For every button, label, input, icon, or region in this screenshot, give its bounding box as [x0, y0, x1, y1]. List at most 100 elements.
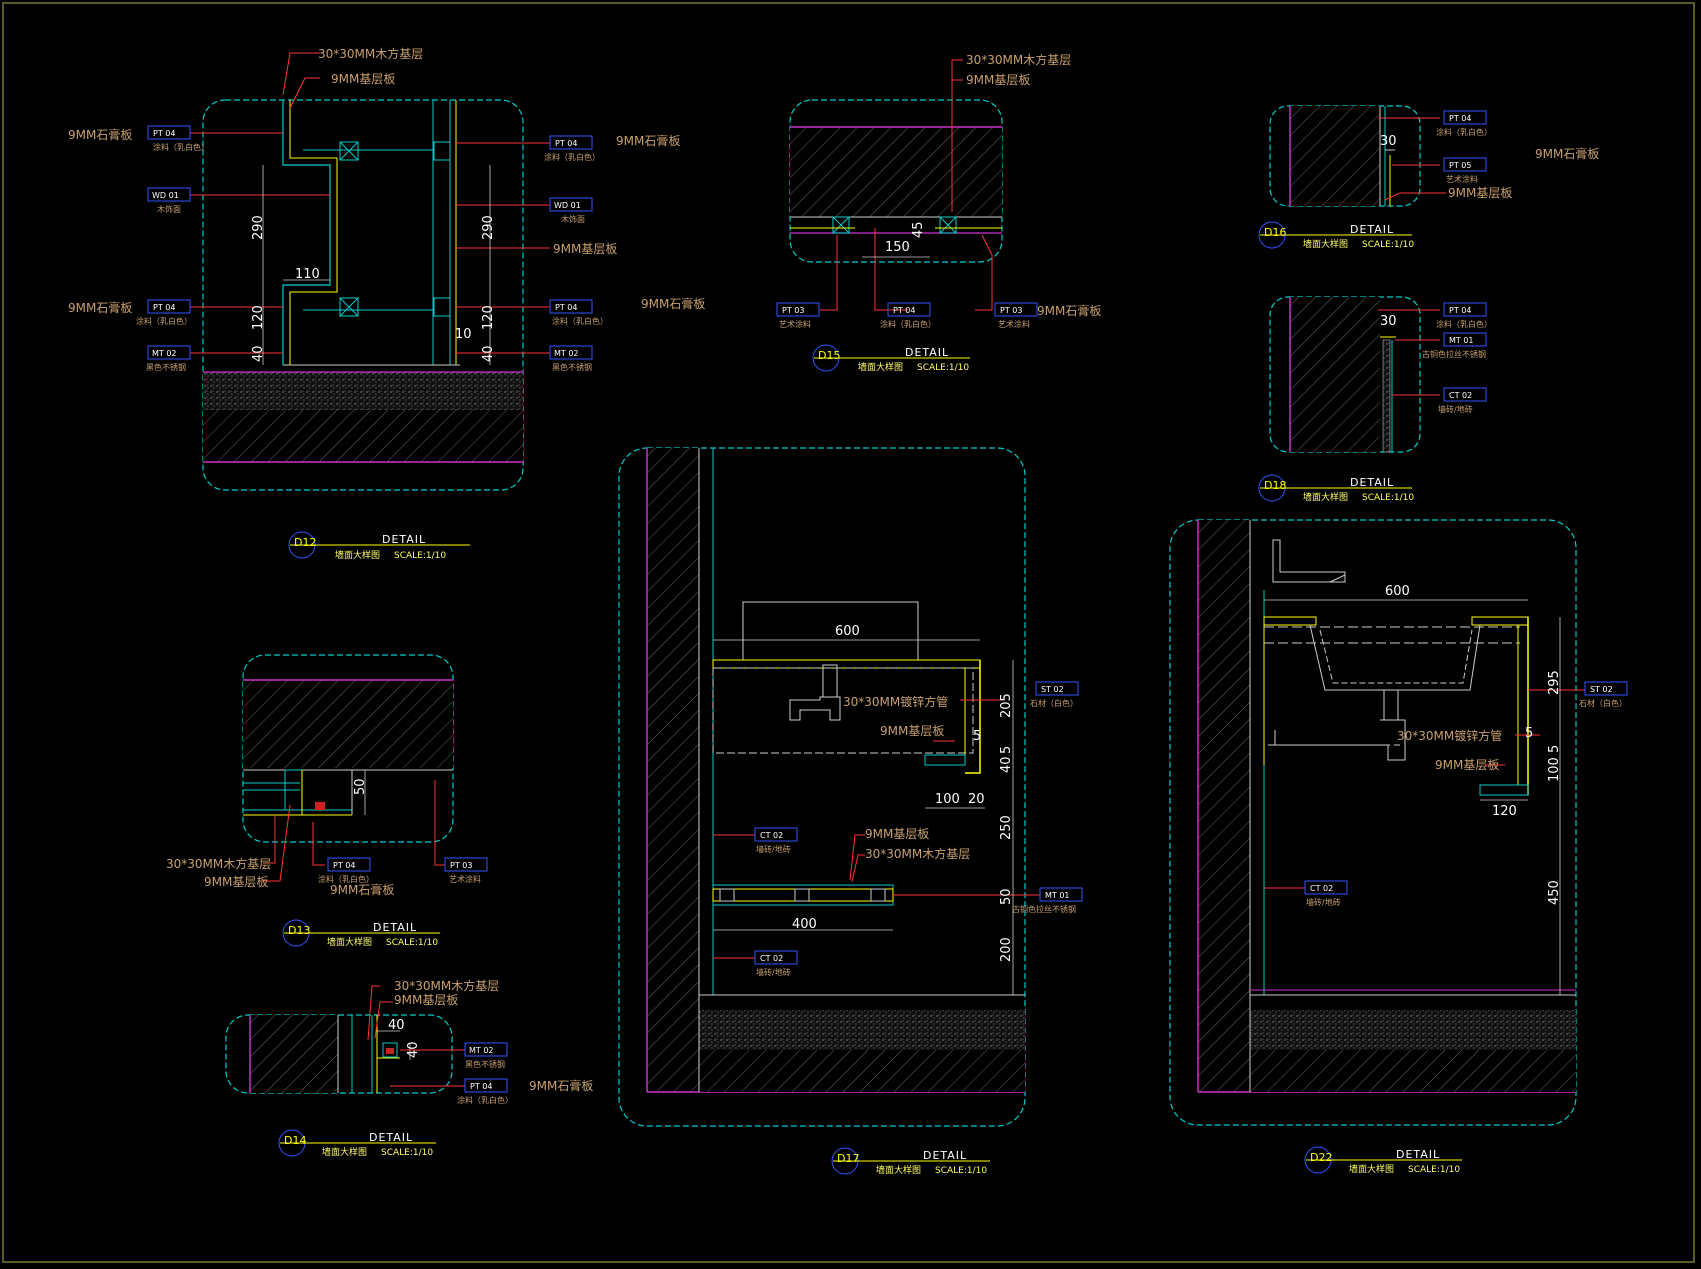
d13-tag-pt04: PT 04	[333, 861, 355, 870]
d13-title-scale: SCALE:1/10	[386, 938, 438, 948]
d17-title-id: D17	[837, 1152, 859, 1165]
d17-title-detail: DETAIL	[923, 1149, 967, 1162]
d17-dim-400: 400	[792, 917, 817, 932]
d12-desc-wood-right: 木饰面	[561, 214, 585, 224]
d15-note-gypsum: 9MM石膏板	[1037, 303, 1101, 318]
d12-desc-paint-right: 涂料（乳白色）	[544, 152, 600, 162]
d12-dim-290-right: 290	[481, 215, 496, 240]
d12-tag-mt02-right: MT 02	[554, 349, 579, 358]
d12-note-ply-right: 9MM基层板	[553, 242, 617, 256]
d12-dim-10: 10	[455, 327, 472, 342]
d12-title-id: D12	[294, 536, 316, 549]
d13-note-gypsum: 9MM石膏板	[330, 882, 394, 897]
d12-title-detail: DETAIL	[382, 533, 426, 546]
d16-tag-pt04: PT 04	[1449, 114, 1471, 123]
d12-tag-pt04-left2: PT 04	[153, 303, 175, 312]
detail-d17: 600 205 5 5 40 100 20 250 50 400 200 30*…	[618, 447, 1083, 1176]
d18-desc-tile: 墙砖/地砖	[1438, 404, 1473, 414]
d16-title-scale: SCALE:1/10	[1362, 240, 1414, 250]
detail-d14: 40 40 30*30MM木方基层 9MM基层板 9MM石膏板 MT 02 黑色…	[225, 978, 593, 1158]
d13-note-ply: 9MM基层板	[204, 875, 268, 889]
d17-desc-bronze: 古铜色拉丝不锈钢	[1012, 904, 1076, 914]
d18-title-id: D18	[1264, 479, 1286, 492]
d22-dim-450: 450	[1547, 880, 1562, 905]
d14-title-subtitle: 墙面大样图	[322, 1146, 367, 1158]
d13-title-subtitle: 墙面大样图	[327, 936, 372, 948]
d17-tag-st02: ST 02	[1041, 685, 1064, 694]
d14-title-scale: SCALE:1/10	[381, 1148, 433, 1158]
d13-dim-50: 50	[353, 778, 368, 795]
d15-title-subtitle: 墙面大样图	[858, 361, 903, 373]
d17-note-wood-base: 30*30MM木方基层	[865, 846, 970, 861]
d14-dim-40-h: 40	[388, 1018, 405, 1033]
d12-desc-paint-right2: 涂料（乳白色）	[552, 316, 608, 326]
detail-d13: 50 30*30MM木方基层 9MM基层板 9MM石膏板 PT 04 涂料（乳白…	[166, 654, 488, 948]
d17-dim-5-v: 5	[999, 746, 1014, 754]
d18-tag-pt04: PT 04	[1449, 306, 1471, 315]
d12-tag-pt04-right2: PT 04	[555, 303, 577, 312]
d17-dim-205: 205	[999, 693, 1014, 718]
d12-note-ply: 9MM基层板	[331, 72, 395, 86]
d22-dim-5-h: 5	[1525, 726, 1533, 741]
d22-dim-100: 100	[1547, 757, 1562, 782]
d16-dim-30: 30	[1380, 134, 1397, 149]
detail-d22: 600 295 5 5 100 120 450 30*30MM镀锌方管 9MM基…	[1169, 519, 1628, 1175]
d18-title-subtitle: 墙面大样图	[1303, 491, 1348, 503]
d22-desc-stone: 石材（白色）	[1579, 698, 1627, 708]
d14-title-id: D14	[284, 1134, 306, 1147]
detail-d16: 30 9MM石膏板 9MM基层板 PT 04 涂料（乳白色） PT 05 艺术涂…	[1258, 105, 1599, 250]
d17-desc-stone: 石材（白色）	[1030, 698, 1078, 708]
d14-note-ply: 9MM基层板	[394, 993, 458, 1007]
d12-note-gypsum-left-bottom: 9MM石膏板	[68, 300, 132, 315]
d12-note-gypsum-right-top: 9MM石膏板	[616, 133, 680, 148]
d18-title-scale: SCALE:1/10	[1362, 493, 1414, 503]
d12-desc-paint-left: 涂料（乳白色）	[153, 142, 209, 152]
d17-dim-50: 50	[999, 888, 1014, 905]
d12-note-wood-base: 30*30MM木方基层	[318, 46, 423, 61]
detail-d15: 30*30MM木方基层 9MM基层板 9MM石膏板 150 45 PT 03 艺…	[776, 52, 1101, 373]
d22-title-subtitle: 墙面大样图	[1349, 1163, 1394, 1175]
d17-viewport	[618, 447, 1026, 1127]
d17-dim-20: 20	[968, 792, 985, 807]
d12-desc-paint-left2: 涂料（乳白色）	[136, 316, 192, 326]
d15-desc-art-left: 艺术涂料	[779, 319, 811, 329]
d15-dim-45: 45	[911, 221, 926, 238]
d18-desc-paint: 涂料（乳白色）	[1436, 319, 1492, 329]
d22-dim-5-v: 5	[1547, 745, 1562, 753]
d17-title-subtitle: 墙面大样图	[876, 1164, 921, 1176]
d18-title-detail: DETAIL	[1350, 476, 1394, 489]
d14-note-gypsum: 9MM石膏板	[529, 1078, 593, 1093]
d16-tag-pt05: PT 05	[1449, 161, 1471, 170]
d22-title-detail: DETAIL	[1396, 1148, 1440, 1161]
d16-desc-art: 艺术涂料	[1446, 174, 1478, 184]
d15-title-detail: DETAIL	[905, 346, 949, 359]
d12-note-gypsum-left-top: 9MM石膏板	[68, 127, 132, 142]
d12-floor-slab	[203, 410, 523, 462]
d12-title-scale: SCALE:1/10	[394, 551, 446, 561]
d15-note-ply: 9MM基层板	[966, 73, 1030, 87]
d17-dim-40: 40	[999, 756, 1014, 773]
d15-tag-pt04: PT 04	[893, 306, 915, 315]
d13-note-wood-base: 30*30MM木方基层	[166, 856, 271, 871]
d12-tag-wd01-right: WD 01	[554, 201, 581, 210]
d13-desc-paint: 涂料（乳白色）	[318, 874, 374, 884]
d22-note-ply: 9MM基层板	[1435, 758, 1499, 772]
d22-tag-ct02: CT 02	[1310, 884, 1333, 893]
d12-note-gypsum-right-bottom: 9MM石膏板	[641, 296, 705, 311]
d15-tag-pt03-left: PT 03	[782, 306, 804, 315]
d17-dim-200: 200	[999, 937, 1014, 962]
d18-dim-30: 30	[1380, 314, 1397, 329]
d14-dim-40-v: 40	[406, 1041, 421, 1058]
d12-tag-mt02-left: MT 02	[152, 349, 177, 358]
d12-desc-wood-left: 木饰面	[157, 204, 181, 214]
detail-d18: 30 PT 04 涂料（乳白色） MT 01 古铜色拉丝不锈钢 CT 02 墙砖…	[1258, 296, 1492, 503]
d15-dim-150: 150	[885, 240, 910, 255]
d13-tag-pt03: PT 03	[450, 861, 472, 870]
d17-note-ply-top: 9MM基层板	[880, 724, 944, 738]
d16-note-ply: 9MM基层板	[1448, 186, 1512, 200]
d22-title-id: D22	[1310, 1151, 1332, 1164]
d17-note-pipe: 30*30MM镀锌方管	[843, 694, 948, 709]
d12-dim-290-left: 290	[251, 215, 266, 240]
d14-note-wood-base: 30*30MM木方基层	[394, 978, 499, 993]
